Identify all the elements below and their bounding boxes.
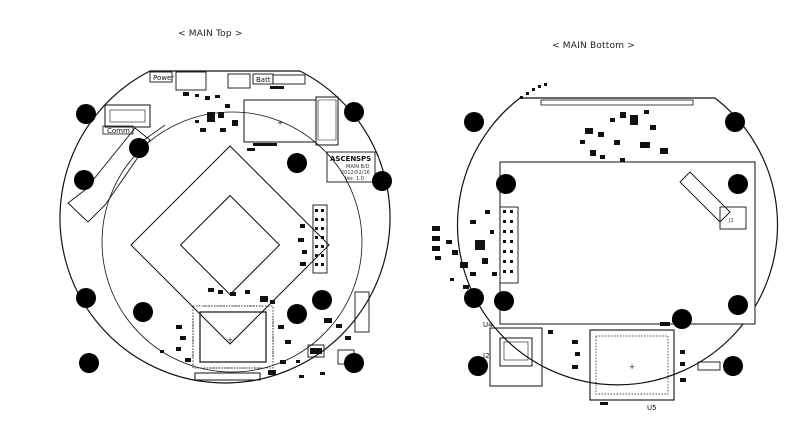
bottom-pin-header xyxy=(499,206,519,284)
power-connector xyxy=(149,71,173,83)
mount-hole xyxy=(312,290,332,310)
u5-chip xyxy=(589,329,675,401)
main-bottom-board: + xyxy=(456,97,779,401)
center-module-outer xyxy=(130,145,330,345)
mount-hole xyxy=(496,174,516,194)
top-smd-parts xyxy=(160,86,351,378)
bottom-smd-parts xyxy=(432,83,686,405)
bottom-connector xyxy=(194,372,261,381)
mcu-pins xyxy=(192,305,274,369)
mount-hole xyxy=(723,356,743,376)
mount-hole xyxy=(728,295,748,315)
svg-text:+: + xyxy=(629,363,635,371)
center-module-inner xyxy=(179,194,281,296)
mount-hole xyxy=(494,291,514,311)
svg-text:+: + xyxy=(277,119,283,127)
mount-hole xyxy=(725,112,745,132)
mount-hole xyxy=(464,288,484,308)
mount-hole xyxy=(464,112,484,132)
logo-text-b: SPS xyxy=(356,155,371,163)
u4-label: U4 xyxy=(483,321,493,329)
header-strip xyxy=(272,74,306,85)
batt-label: Batt xyxy=(256,76,271,84)
svg-text:+: + xyxy=(227,336,233,344)
j1-label: J1 xyxy=(728,218,734,224)
mount-hole xyxy=(372,171,392,191)
bottom-cable xyxy=(679,171,731,223)
daughter-board xyxy=(499,161,756,325)
u5-label: U5 xyxy=(647,404,657,412)
mount-hole xyxy=(728,174,748,194)
mount-hole xyxy=(76,288,96,308)
main-top-title: < MAIN Top > xyxy=(178,29,243,39)
mount-hole xyxy=(74,170,94,190)
mount-hole xyxy=(287,304,307,324)
board-info-box xyxy=(326,151,376,183)
main-top-board: + + xyxy=(59,70,391,384)
mount-hole xyxy=(344,102,364,122)
mount-hole xyxy=(76,104,96,124)
board-info-3: Ver. 1.0 xyxy=(345,176,364,182)
main-bottom-title: < MAIN Bottom > xyxy=(552,41,635,51)
j1-connector xyxy=(719,206,747,230)
j2-label: J2 xyxy=(482,352,490,360)
top-mounting-holes xyxy=(74,102,392,373)
mount-hole xyxy=(287,153,307,173)
mount-hole xyxy=(672,309,692,329)
top-board-outline xyxy=(59,70,391,384)
top-inner-ring xyxy=(101,111,363,373)
comm-label: Comm xyxy=(107,127,130,135)
mount-hole xyxy=(133,302,153,322)
mount-hole xyxy=(344,353,364,373)
mount-hole xyxy=(468,356,488,376)
board-info-1: MAIN B/D xyxy=(346,164,370,170)
mount-hole xyxy=(129,138,149,158)
bottom-mounting-holes xyxy=(464,112,748,376)
power-label: Power xyxy=(153,74,174,82)
mcu-chip xyxy=(199,311,267,363)
comm-connector xyxy=(104,104,151,128)
logo-text-a: ASCEN xyxy=(330,155,356,163)
board-info-2: 2012/02/16 xyxy=(341,170,370,176)
j2-connector xyxy=(489,327,543,387)
right-pin-header xyxy=(312,204,328,274)
mount-hole xyxy=(79,353,99,373)
flex-cable xyxy=(67,127,151,223)
